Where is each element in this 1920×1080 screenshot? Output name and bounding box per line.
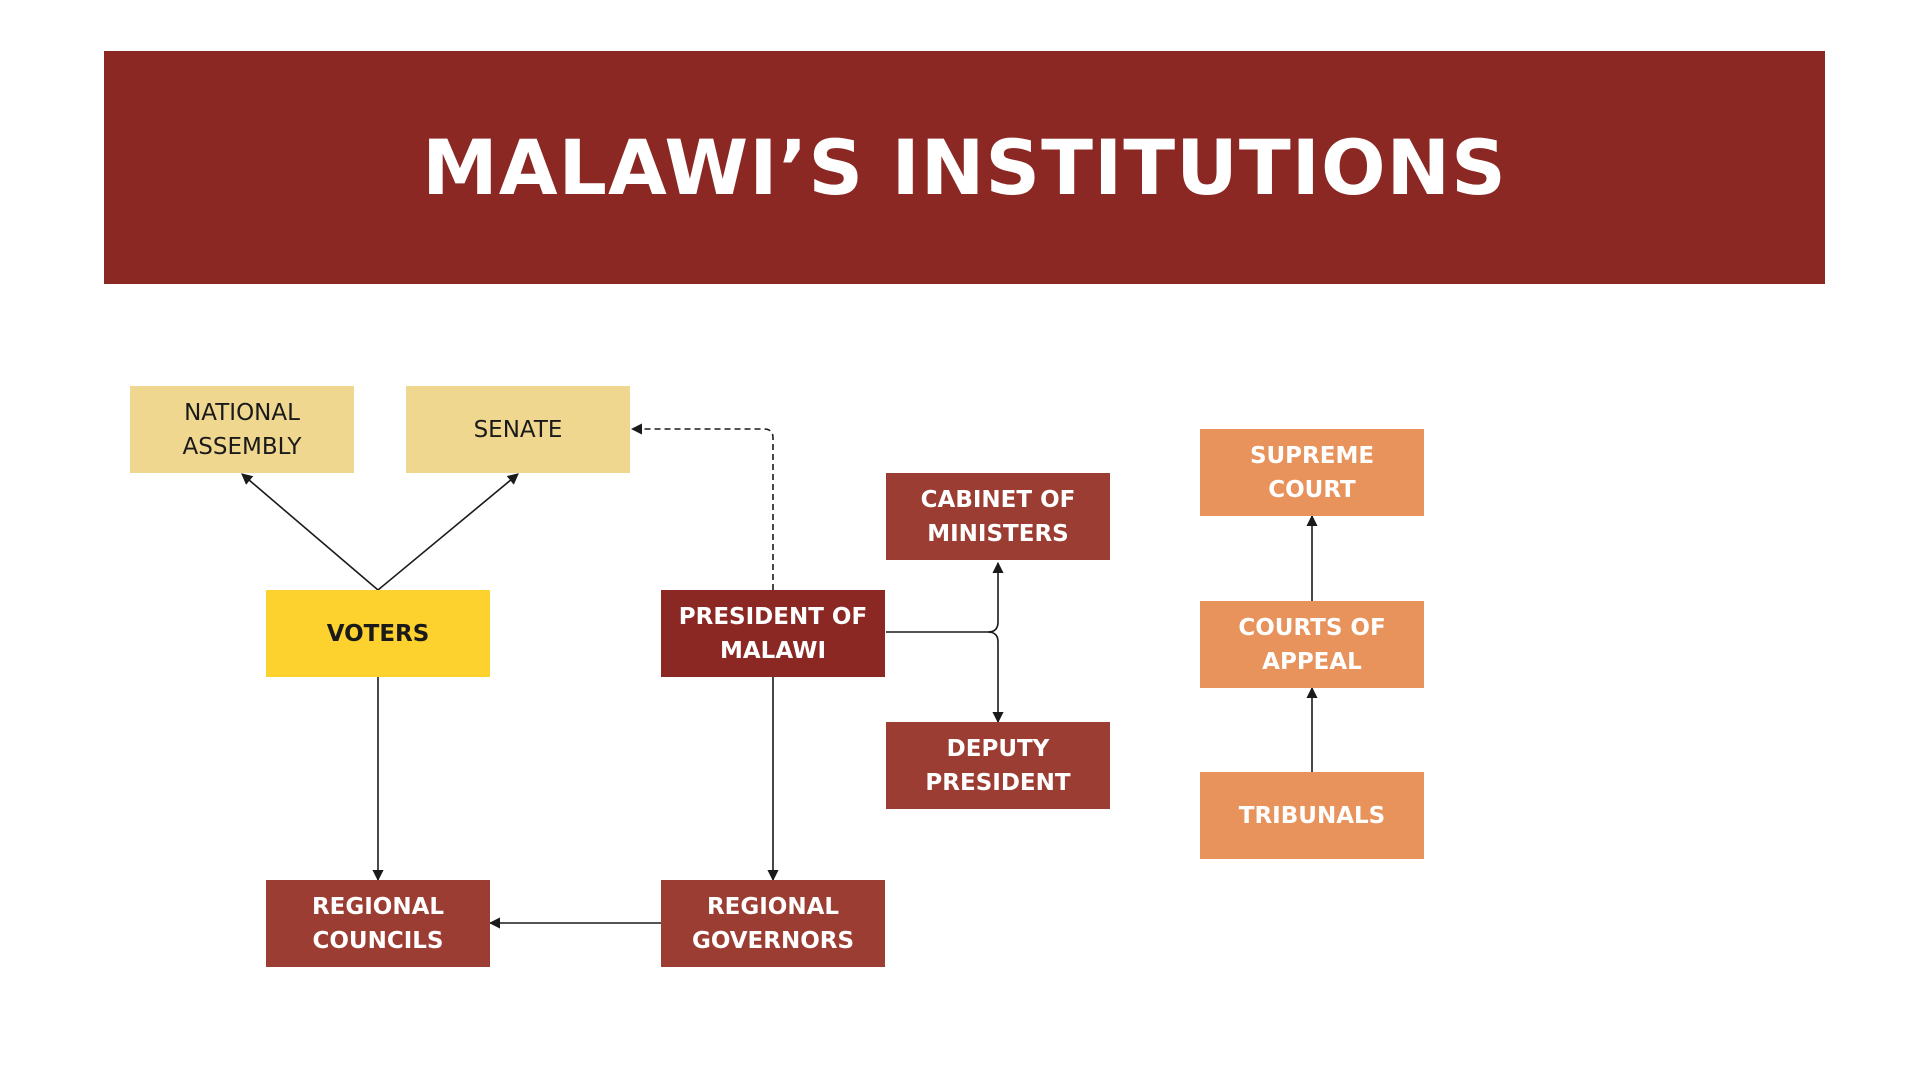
node-regional-councils: REGIONAL COUNCILS	[266, 880, 490, 967]
edge-voters-national-assembly	[241, 473, 379, 591]
edge-president-deputy-president	[987, 631, 1004, 724]
node-courts-of-appeal: COURTS OF APPEAL	[1200, 601, 1424, 688]
node-tribunals: TRIBUNALS	[1200, 772, 1424, 859]
edge-president-senate	[630, 423, 774, 590]
node-senate: SENATE	[406, 386, 630, 473]
node-president: PRESIDENT OF MALAWI	[661, 590, 885, 677]
page-title: MALAWI’S INSTITUTIONS	[422, 123, 1507, 212]
title-banner: MALAWI’S INSTITUTIONS	[104, 51, 1825, 284]
node-supreme-court: SUPREME COURT	[1200, 429, 1424, 516]
node-cabinet-of-ministers: CABINET OF MINISTERS	[886, 473, 1110, 560]
edge-president-cabinet	[987, 561, 1004, 633]
edge-voters-senate	[377, 473, 519, 591]
node-national-assembly: NATIONAL ASSEMBLY	[130, 386, 354, 473]
node-regional-governors: REGIONAL GOVERNORS	[661, 880, 885, 967]
node-voters: VOTERS	[266, 590, 490, 677]
node-deputy-president: DEPUTY PRESIDENT	[886, 722, 1110, 809]
